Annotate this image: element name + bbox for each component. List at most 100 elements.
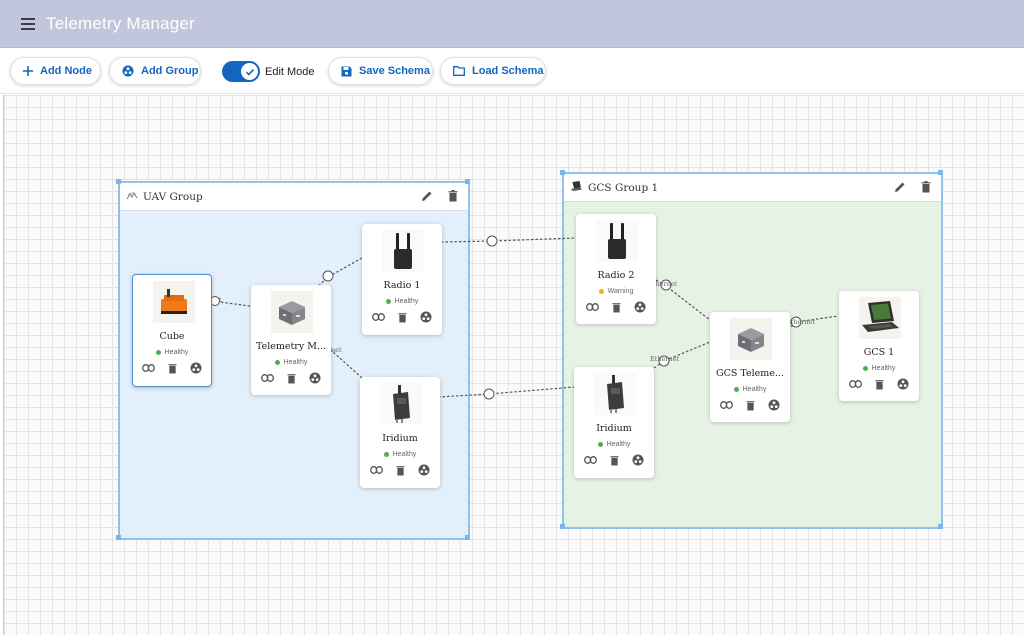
node-name: Radio 2 — [597, 270, 635, 281]
check-icon — [241, 63, 258, 80]
node-name: Telemetry M... — [255, 341, 327, 352]
delete-icon[interactable] — [165, 361, 179, 375]
node-name: Cube — [159, 331, 185, 342]
save-schema-button[interactable]: Save Schema — [328, 57, 433, 85]
workspaces-icon[interactable] — [633, 300, 647, 314]
node-name: GCS Teleme... — [716, 368, 784, 379]
node-iridium-uav[interactable]: Iridium Healthy — [360, 377, 440, 488]
status-badge: Healthy — [574, 441, 654, 448]
load-schema-button[interactable]: Load Schema — [440, 57, 546, 85]
node-cube[interactable]: Cube Healthy — [132, 274, 212, 387]
wire-label: thernet — [653, 280, 678, 288]
workspaces-icon — [122, 65, 134, 77]
laptop-icon — [570, 179, 583, 197]
delete-icon[interactable] — [607, 453, 621, 467]
resize-handle[interactable] — [938, 170, 943, 175]
link-icon[interactable] — [371, 310, 385, 324]
plus-icon — [23, 66, 33, 76]
edit-mode-toggle[interactable] — [222, 61, 260, 82]
delete-icon[interactable] — [393, 463, 407, 477]
edit-icon[interactable] — [420, 189, 434, 203]
folder-icon — [453, 66, 465, 76]
radio-icon — [382, 230, 424, 272]
resize-handle[interactable] — [560, 524, 565, 529]
link-icon[interactable] — [369, 463, 383, 477]
node-actions — [576, 300, 656, 314]
delete-icon[interactable] — [446, 189, 460, 203]
uav-group-title: UAV Group — [143, 190, 203, 203]
gcs-group-actions — [893, 180, 933, 194]
node-uav-telemetry-manager[interactable]: Telemetry M... Healthy — [251, 285, 331, 395]
delete-icon[interactable] — [743, 398, 757, 412]
workspaces-icon[interactable] — [896, 377, 910, 391]
status-badge: Healthy — [133, 349, 211, 356]
delete-icon[interactable] — [395, 310, 409, 324]
iridium-modem-icon — [594, 373, 636, 415]
link-icon[interactable] — [583, 453, 597, 467]
node-name: GCS 1 — [863, 347, 895, 358]
radio-icon — [596, 220, 638, 262]
status-badge: Healthy — [839, 365, 919, 372]
workspaces-icon[interactable] — [189, 361, 203, 375]
link-icon[interactable] — [260, 371, 274, 385]
link-icon[interactable] — [848, 377, 862, 391]
delete-icon[interactable] — [919, 180, 933, 194]
node-actions — [839, 377, 919, 391]
workspaces-icon[interactable] — [767, 398, 781, 412]
gcs-group-title: GCS Group 1 — [588, 181, 659, 194]
status-badge: Healthy — [251, 359, 331, 366]
uav-group-header[interactable]: UAV Group — [120, 183, 468, 211]
delete-icon[interactable] — [872, 377, 886, 391]
node-gcs-telemetry-manager[interactable]: GCS Teleme... Healthy — [710, 312, 790, 422]
node-actions — [362, 310, 442, 324]
node-gcs-1[interactable]: GCS 1 Healthy — [839, 291, 919, 401]
delete-icon[interactable] — [609, 300, 623, 314]
edit-mode-label: Edit Mode — [265, 65, 315, 78]
workspaces-icon[interactable] — [308, 371, 322, 385]
resize-handle[interactable] — [465, 179, 470, 184]
node-actions — [251, 371, 331, 385]
wire-label: Ethernet — [786, 318, 816, 326]
app-title: Telemetry Manager — [46, 13, 195, 33]
edit-icon[interactable] — [893, 180, 907, 194]
resize-handle[interactable] — [560, 170, 565, 175]
wire-label: net — [331, 346, 342, 354]
resize-handle[interactable] — [116, 179, 121, 184]
resize-handle[interactable] — [116, 535, 121, 540]
workspaces-icon[interactable] — [419, 310, 433, 324]
add-group-button[interactable]: Add Group — [109, 57, 201, 85]
telemetry-box-icon — [271, 291, 313, 333]
wire-label: t — [219, 296, 222, 304]
add-node-button[interactable]: Add Node — [10, 57, 101, 85]
resize-handle[interactable] — [938, 524, 943, 529]
link-icon[interactable] — [141, 361, 155, 375]
workspaces-icon[interactable] — [417, 463, 431, 477]
status-badge: Healthy — [362, 298, 442, 305]
link-icon[interactable] — [585, 300, 599, 314]
workspaces-icon[interactable] — [631, 453, 645, 467]
radio-waves-icon — [126, 188, 138, 206]
iridium-modem-icon — [380, 383, 422, 425]
delete-icon[interactable] — [284, 371, 298, 385]
node-radio-1[interactable]: Radio 1 Healthy — [362, 224, 442, 335]
status-badge: Healthy — [360, 451, 440, 458]
node-actions — [360, 463, 440, 477]
save-schema-label: Save Schema — [359, 65, 430, 77]
save-icon — [341, 66, 352, 77]
toolbar: Add Node Add Group Edit Mode Save Schema… — [0, 48, 1024, 94]
add-node-label: Add Node — [40, 65, 92, 77]
status-badge: Warning — [576, 288, 656, 295]
uav-group-actions — [420, 189, 460, 203]
rugged-laptop-icon — [859, 297, 901, 339]
gcs-group-header[interactable]: GCS Group 1 — [564, 174, 941, 202]
node-radio-2[interactable]: Radio 2 Warning — [576, 214, 656, 324]
resize-handle[interactable] — [465, 535, 470, 540]
edit-mode-switch[interactable]: Edit Mode — [222, 61, 315, 82]
node-iridium-gcs[interactable]: Iridium Healthy — [574, 367, 654, 478]
load-schema-label: Load Schema — [472, 65, 544, 77]
node-name: Radio 1 — [383, 280, 421, 291]
link-icon[interactable] — [719, 398, 733, 412]
telemetry-box-icon — [730, 318, 772, 360]
app-bar: Telemetry Manager — [0, 0, 1024, 48]
menu-icon[interactable] — [14, 10, 42, 38]
